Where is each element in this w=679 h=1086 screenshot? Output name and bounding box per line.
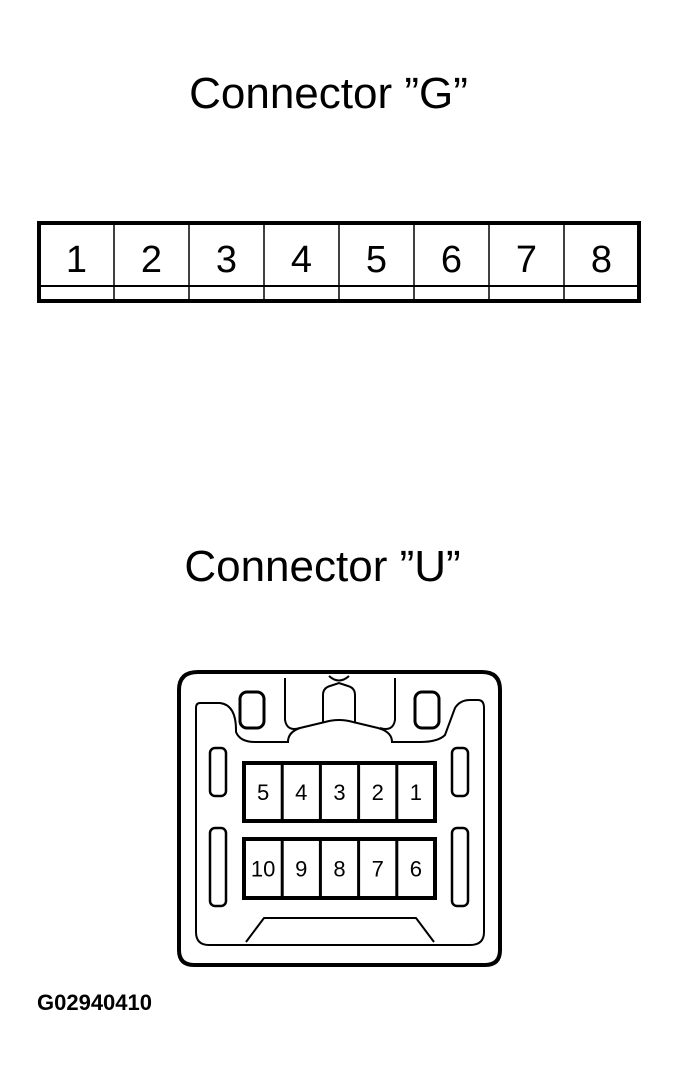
connector-u-inner-wall [195,699,485,946]
top-pin-block [242,761,437,823]
top-right-slot [413,690,441,730]
connector-g-pin-label: 7 [516,239,537,281]
lock-tab [284,678,301,730]
connector-g-title: Connector ”G” [189,69,468,118]
connector-u-pin-label: 4 [295,780,307,805]
connector-u-pin-label: 9 [295,857,307,882]
connector-g-pin-label: 4 [291,239,312,281]
figure-id: G02940410 [37,990,152,1015]
connector-u-pin-label: 7 [372,857,384,882]
connector-u-pin-label: 3 [333,780,345,805]
connector-u-outer-housing [177,670,502,967]
connector-g: 1 2 3 4 5 6 7 8 [37,221,641,303]
connector-u-title: Connector ”U” [184,542,461,591]
connector-u-pin-label: 10 [251,857,275,882]
left-guide-upper [208,746,228,798]
connector-g-pin-label: 5 [366,239,387,281]
connector-g-pin-label: 6 [441,239,462,281]
connector-g-pin-label: 3 [216,239,237,281]
right-guide-lower [450,826,470,908]
right-guide-upper [450,746,470,798]
connector-g-pin-label: 1 [66,239,87,281]
connector-u-pin-label: 8 [333,857,345,882]
connector-u-pin-label: 2 [372,780,384,805]
connector-g-pin-label: 8 [591,239,612,281]
top-left-slot [238,690,266,730]
connector-u-pin-label: 6 [410,857,422,882]
bottom-pin-block [242,837,437,900]
keying-ramp [245,917,435,943]
connector-g-pin-label: 2 [141,239,162,281]
connector-u [177,670,502,967]
left-guide-lower [208,826,228,908]
connector-u-pin-label: 1 [410,780,422,805]
connector-u-pin-label: 5 [257,780,269,805]
